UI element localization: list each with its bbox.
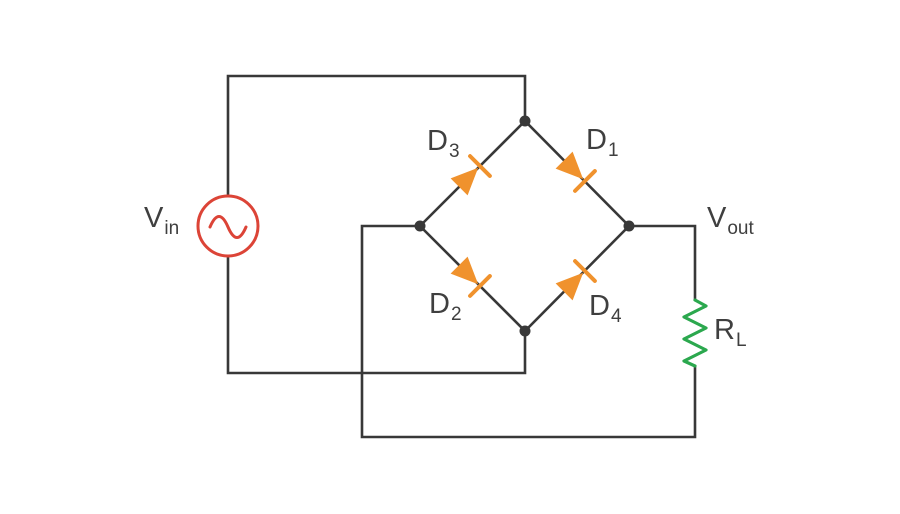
wire-dc-return <box>360 224 697 439</box>
sine-wave-icon <box>208 215 248 239</box>
diode-d4 <box>555 259 597 301</box>
diode-d3-cathode-bar <box>468 154 492 178</box>
junction-dot-top <box>519 115 531 127</box>
d2-label-sub: 2 <box>450 304 462 325</box>
d4-label-main: D <box>589 290 610 322</box>
d2-label: D2 <box>429 288 462 326</box>
junction-dot-bottom <box>519 325 531 337</box>
diode-d3 <box>450 154 492 196</box>
rl-label: RL <box>714 314 747 352</box>
diode-d1 <box>555 151 597 193</box>
diode-d4-cathode-bar <box>573 259 597 283</box>
vin-label: Vin <box>144 202 180 240</box>
d1-label: D1 <box>586 124 619 162</box>
d2-label-main: D <box>429 288 450 320</box>
wire-ac-bottom <box>226 256 527 375</box>
junction-dot-right <box>623 220 635 232</box>
d1-label-main: D <box>586 124 607 156</box>
d4-label-sub: 4 <box>610 306 622 327</box>
vout-label-sub: out <box>727 218 754 239</box>
junction-dot-left <box>414 220 426 232</box>
diode-d1-triangle <box>555 151 584 180</box>
vout-label-main: V <box>707 202 727 234</box>
vout-label: Vout <box>707 202 754 240</box>
d3-label-sub: 3 <box>448 141 460 162</box>
diode-d3-triangle <box>450 167 479 196</box>
wire-ac-top <box>226 74 527 196</box>
diode-d1-cathode-bar <box>573 169 597 193</box>
d4-label: D4 <box>589 290 622 328</box>
d1-label-sub: 1 <box>607 140 619 161</box>
diode-d4-triangle <box>555 272 584 301</box>
vin-label-sub: in <box>164 218 180 239</box>
ac-source <box>196 194 260 258</box>
diode-d2-triangle <box>450 256 479 285</box>
d3-label-main: D <box>427 125 448 157</box>
rl-label-main: R <box>714 314 735 346</box>
rl-label-sub: L <box>735 330 747 351</box>
d3-label: D3 <box>427 125 460 163</box>
vin-label-main: V <box>144 202 164 234</box>
diode-d2-cathode-bar <box>468 274 492 298</box>
resistor-zigzag <box>682 298 708 368</box>
wire-dc-output <box>629 224 697 300</box>
diode-d2 <box>450 256 492 298</box>
